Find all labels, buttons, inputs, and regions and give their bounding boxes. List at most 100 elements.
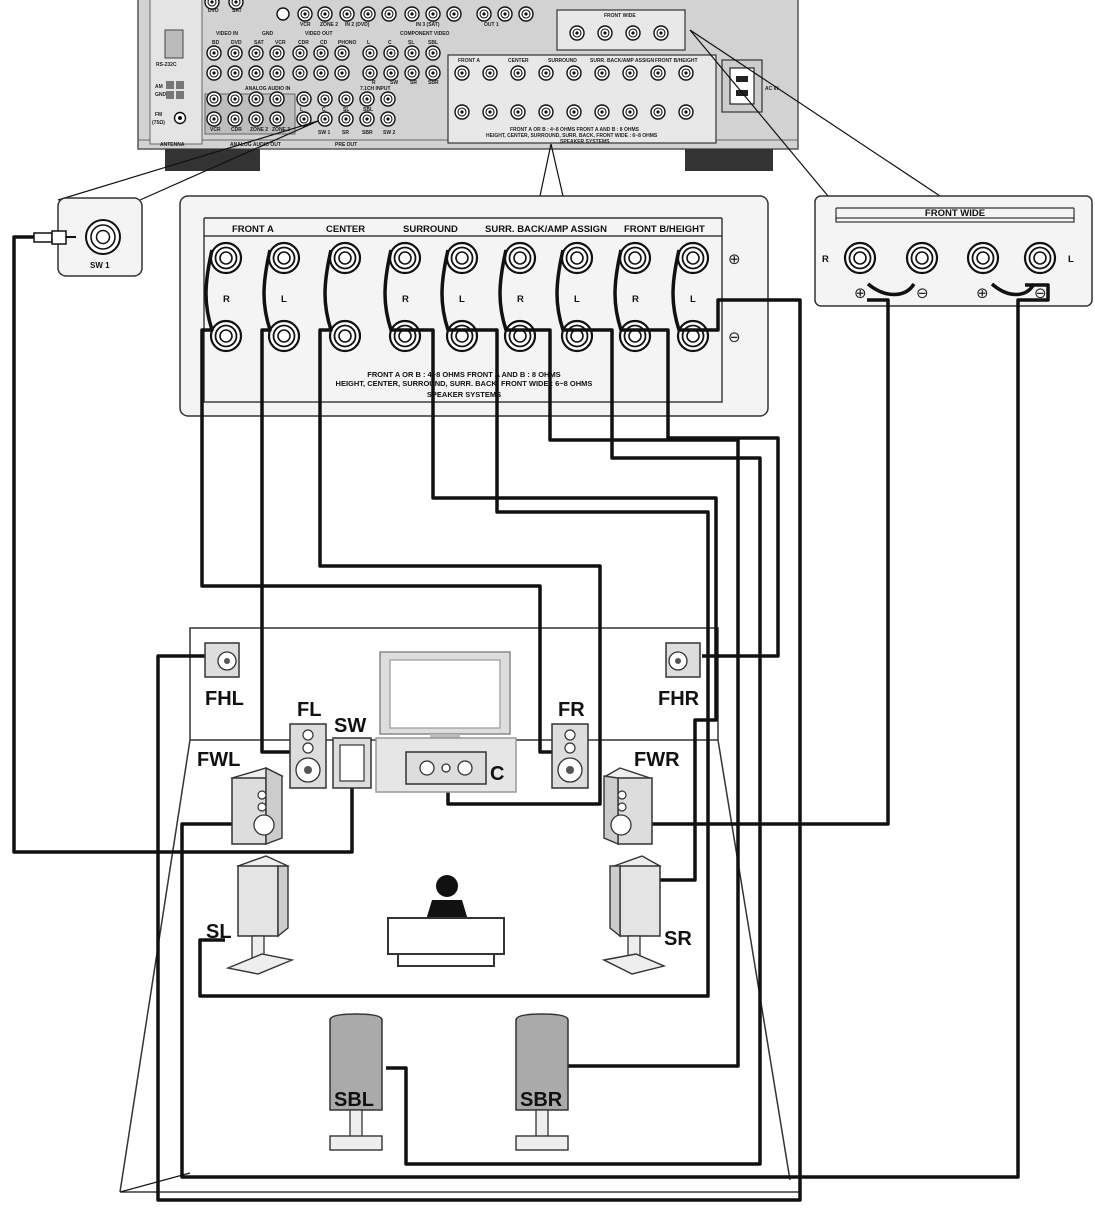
am-label: AM — [155, 84, 163, 90]
analog-audio-in-label: ANALOG AUDIO IN — [245, 86, 291, 92]
small-speaker-header: FRONT B/HEIGHT — [655, 58, 698, 64]
speaker-systems-label: SPEAKER SYSTEMS — [427, 390, 501, 399]
row4-label: SR — [342, 130, 349, 136]
small-front-wide-label: FRONT WIDE — [604, 13, 636, 19]
small-speaker-header: FRONT A — [458, 58, 480, 64]
speaker-fr: FR — [551, 699, 589, 789]
terminal-row-minus — [209, 319, 710, 353]
panel-header-front-a: FRONT A — [232, 224, 274, 235]
video-out-label: VIDEO OUT — [305, 31, 333, 37]
gnd-small-label: GND — [155, 92, 167, 98]
sw1-label: SW 1 — [90, 261, 110, 270]
row4b-label: SBL — [363, 107, 373, 113]
speaker-fhl: FHL — [204, 642, 244, 710]
listener-icon — [387, 875, 505, 967]
multich-input-label: 7.1CH INPUT — [360, 86, 391, 92]
row1-label: OUT 1 — [484, 22, 499, 28]
channel-label: R — [402, 294, 409, 305]
speaker-cables — [12, 235, 1050, 1202]
row4-label: SBR — [362, 130, 373, 136]
speaker-label-sr: SR — [664, 928, 692, 950]
front-wide-symbol: ⊕ — [976, 285, 989, 302]
channel-label: L — [459, 294, 465, 305]
sw1-callout: SW 1 — [33, 197, 143, 277]
callout-lines — [57, 29, 941, 1193]
speaker-fl: FL — [289, 699, 327, 789]
fm-ohms: (75Ω) — [152, 120, 165, 126]
speaker-fhr: FHR — [658, 642, 701, 710]
row4b-label: SL — [343, 107, 349, 113]
terminal-row-plus — [209, 241, 710, 275]
row2-label: VCR — [275, 40, 286, 46]
component-video-label: COMPONENT VIDEO — [400, 31, 450, 37]
row2-label: SL — [408, 40, 414, 46]
row1-label: IN 3 (SAT) — [416, 22, 440, 28]
row1-label: ZONE 2 — [320, 22, 338, 28]
fm-label: FM — [155, 112, 162, 118]
panel-header-center: CENTER — [326, 224, 365, 235]
speaker-sbr: SBR — [515, 1013, 569, 1151]
receiver-rear-panel: RS-232C AM GND FM (75Ω) ANTENNA DVD SAT … — [137, 0, 799, 171]
analog-audio-out-label: ANALOG AUDIO OUT — [230, 142, 281, 148]
row2-label: C — [388, 40, 392, 46]
channel-label: L — [690, 294, 696, 305]
row4-label: CDR — [231, 127, 242, 133]
speaker-sr: SR — [601, 855, 692, 975]
receiver-jacks-row1 — [204, 0, 534, 22]
channel-label: L — [281, 294, 287, 305]
row3-label: R — [372, 80, 376, 86]
speaker-label-sl: SL — [206, 921, 232, 943]
speaker-label-sbr: SBR — [520, 1089, 563, 1111]
minus-symbol: ⊖ — [728, 329, 741, 346]
row4-label: SW 2 — [383, 130, 395, 136]
front-wide-terminal — [1023, 241, 1057, 275]
video-in-label: VIDEO IN — [216, 31, 238, 37]
front-wide-symbol: ⊖ — [916, 285, 929, 302]
row4-label: ZONE 3 — [272, 127, 290, 133]
speaker-c: C — [375, 737, 517, 793]
speaker-label-fhr: FHR — [658, 688, 700, 710]
row4-label: SW 1 — [318, 130, 330, 136]
row2-label: SAT — [254, 40, 264, 46]
small-speaker-systems: SPEAKER SYSTEMS — [560, 139, 610, 145]
gnd-label: GND — [262, 31, 274, 37]
panel-header-front-b-height: FRONT B/HEIGHT — [624, 224, 705, 235]
row3-label: SR — [410, 80, 417, 86]
small-speaker-header: SURR. BACK/AMP ASSIGN — [590, 58, 655, 64]
front-wide-panel: FRONT WIDE R L ⊕ ⊖ ⊕ ⊖ — [814, 195, 1093, 307]
video-in-jack-label: SAT — [232, 8, 242, 14]
front-wide-symbol: ⊕ — [854, 285, 867, 302]
front-wide-terminal — [905, 241, 939, 275]
speaker-terminal-panel: FRONT A CENTER SURROUND SURR. BACK/AMP A… — [179, 195, 769, 417]
ohms-note-2: HEIGHT, CENTER, SURROUND, SURR. BACK, FR… — [336, 379, 593, 388]
panel-header-surr-back: SURR. BACK/AMP ASSIGN — [485, 224, 607, 235]
channel-label: R — [632, 294, 639, 305]
speaker-label-fl: FL — [297, 699, 321, 721]
speakers: FHL FHR C — [197, 642, 701, 1151]
small-speaker-header: CENTER — [508, 58, 529, 64]
front-wide-symbol: ⊖ — [1034, 285, 1047, 302]
ac-in-label: AC IN — [765, 86, 779, 92]
speaker-sw: SW — [332, 715, 372, 789]
row3-label: SBR — [428, 80, 439, 86]
panel-header-surround: SURROUND — [403, 224, 458, 235]
row4b-label: L — [300, 107, 303, 113]
fm-antenna-jack — [173, 111, 187, 125]
channel-label: L — [574, 294, 580, 305]
tv-icon — [379, 651, 511, 738]
speaker-sbl: SBL — [329, 1013, 383, 1151]
front-wide-r-label: R — [822, 254, 829, 265]
pre-out-label: PRE OUT — [335, 142, 357, 148]
small-speaker-note-1: FRONT A OR B : 4~8 OHMS FRONT A AND B : … — [510, 127, 640, 133]
speaker-label-sw: SW — [334, 715, 366, 737]
row4-label: ZONE 2 — [250, 127, 268, 133]
speaker-label-fhl: FHL — [205, 688, 244, 710]
speaker-fwl: FWL — [197, 749, 284, 846]
channel-label: R — [223, 294, 230, 305]
plus-symbol: ⊕ — [728, 251, 741, 268]
row2-label: DVD — [231, 40, 242, 46]
speaker-label-fwl: FWL — [197, 749, 240, 771]
row2-label: PHONO — [338, 40, 356, 46]
row4-label: VCR — [210, 127, 221, 133]
